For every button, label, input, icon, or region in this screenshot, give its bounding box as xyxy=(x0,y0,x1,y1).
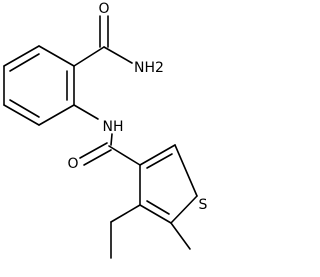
nh-label: NH xyxy=(103,119,124,135)
double-bond-inner xyxy=(9,53,40,72)
bond xyxy=(139,144,176,166)
sulfur-label: S xyxy=(199,197,208,213)
bond xyxy=(108,145,141,166)
bond xyxy=(3,104,40,126)
bond xyxy=(73,104,99,120)
bond xyxy=(139,204,172,224)
oxygen-label: O xyxy=(98,1,109,17)
double-bond-inner xyxy=(9,99,40,118)
bond xyxy=(103,46,133,64)
ethyl-substituent xyxy=(110,204,141,259)
bond xyxy=(38,45,75,67)
amide-linker: NH xyxy=(73,104,124,146)
chemical-structure: O NH2 NH O S xyxy=(3,1,208,259)
bond xyxy=(38,104,75,126)
double-bond xyxy=(79,142,108,159)
bond xyxy=(170,222,191,250)
amine-label: NH2 xyxy=(134,60,164,76)
primary-amide-group: O NH2 xyxy=(73,1,164,76)
double-bond-inner xyxy=(146,200,170,215)
bond xyxy=(110,133,113,146)
bond xyxy=(3,45,40,67)
oxygen-label: O xyxy=(67,156,78,172)
double-bond-inner xyxy=(146,153,173,169)
double-bond xyxy=(83,149,112,166)
methyl-substituent xyxy=(170,222,191,250)
bond xyxy=(110,204,141,223)
thiophene-ring: S xyxy=(139,144,208,224)
benzene-ring xyxy=(3,45,75,126)
secondary-amide-carbonyl: O xyxy=(67,142,141,172)
bond xyxy=(73,46,105,67)
bond xyxy=(174,144,198,197)
bond xyxy=(170,195,198,224)
